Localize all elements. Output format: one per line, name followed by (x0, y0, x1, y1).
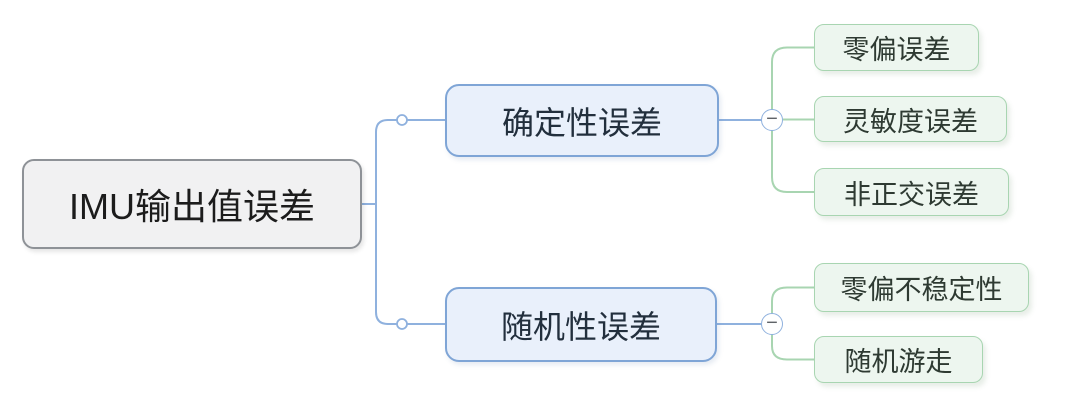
leaf-node-label: 零偏不稳定性 (840, 275, 1003, 305)
root-branch-bracket (375, 119, 397, 325)
root-node-label: IMU输出值误差 (69, 186, 315, 227)
leaf-node-bias-error[interactable]: 零偏误差 (814, 24, 979, 71)
leaf-node-bias-instability[interactable]: 零偏不稳定性 (814, 263, 1029, 312)
collapse-button-branch2[interactable]: − (761, 313, 783, 335)
minus-icon: − (766, 108, 778, 130)
branch2-dot (396, 318, 408, 330)
branch1-dot (396, 114, 408, 126)
branch-node-random-error[interactable]: 随机性误差 (445, 287, 717, 362)
minus-icon: − (766, 312, 778, 334)
leaf-node-label: 非正交误差 (844, 179, 979, 210)
leaf-node-sensitivity-error[interactable]: 灵敏度误差 (814, 96, 1007, 142)
leaf-node-label: 随机游走 (844, 347, 953, 377)
leaf-node-label: 零偏误差 (842, 35, 951, 65)
leaf-node-nonorthogonality-error[interactable]: 非正交误差 (814, 168, 1009, 216)
collapse-button-branch1[interactable]: − (761, 109, 783, 131)
branch-node-deterministic-error[interactable]: 确定性误差 (445, 84, 719, 157)
branch-node-label: 确定性误差 (501, 104, 662, 141)
leaf-node-random-walk[interactable]: 随机游走 (814, 336, 983, 383)
leaf-node-label: 灵敏度误差 (843, 106, 978, 137)
branch-node-label: 随机性误差 (500, 308, 661, 345)
root-node[interactable]: IMU输出值误差 (22, 159, 362, 249)
